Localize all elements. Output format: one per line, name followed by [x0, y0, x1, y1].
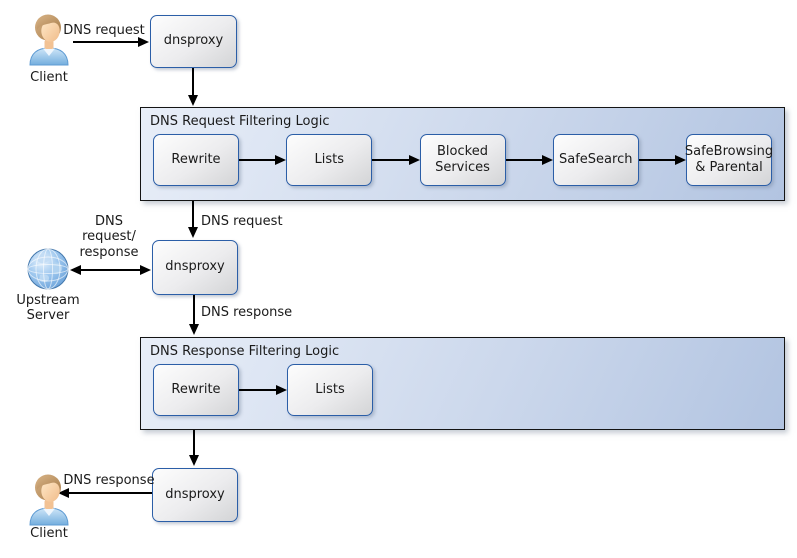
arrowhead-right-icon — [138, 37, 149, 47]
node-dnsproxy-bottom: dnsproxy — [152, 468, 238, 522]
arrow-response-rewrite-to-lists — [239, 385, 287, 395]
step-rewrite: Rewrite — [153, 134, 239, 186]
panel-request-title: DNS Request Filtering Logic — [150, 114, 330, 129]
arrow-safesearch-to-safebrowsing — [638, 155, 686, 165]
arrowhead-down-icon — [189, 324, 199, 335]
arrowhead-down-icon — [188, 227, 198, 238]
step-lists: Lists — [286, 134, 373, 186]
client-icon — [27, 472, 71, 530]
node-dnsproxy-middle: dnsproxy — [152, 240, 238, 295]
step-safebrowsing-parental: SafeBrowsing & Parental — [684, 134, 774, 186]
upstream-server-label: Upstream Server — [16, 293, 80, 324]
step-response-rewrite: Rewrite — [153, 364, 239, 416]
arrowhead-right-icon — [276, 385, 287, 395]
edge-label-filtered-request: DNS request — [201, 214, 283, 229]
node-dnsproxy-top-label: dnsproxy — [163, 33, 224, 49]
arrowhead-right-icon — [675, 155, 686, 165]
arrowhead-down-icon — [188, 95, 198, 106]
panel-request-row: Rewrite Lists Blocked Services SafeSea — [141, 129, 784, 186]
arrow-blocked-to-safesearch — [505, 155, 553, 165]
client-top-label: Client — [30, 70, 68, 85]
arrowhead-left-icon — [70, 265, 81, 275]
edge-label-proxy-response: DNS response — [201, 305, 293, 320]
arrow-rewrite-to-lists — [239, 155, 287, 165]
step-blocked-services: Blocked Services — [419, 134, 506, 186]
panel-response-filtering: DNS Response Filtering Logic Rewrite Lis… — [140, 337, 785, 430]
step-safebrowsing-parental-label: SafeBrowsing & Parental — [684, 143, 774, 175]
step-blocked-services-label: Blocked Services — [435, 143, 490, 175]
arrow-shaft — [638, 159, 675, 161]
arrowhead-down-icon — [189, 455, 199, 466]
arrow-proxy-to-response-panel — [193, 295, 195, 325]
client-icon — [27, 12, 71, 70]
step-response-lists: Lists — [287, 364, 373, 416]
arrow-lists-to-blocked — [372, 155, 420, 165]
globe-icon — [26, 247, 70, 295]
arrow-shaft — [372, 159, 409, 161]
arrowhead-right-icon — [140, 265, 151, 275]
node-dnsproxy-bottom-label: dnsproxy — [165, 486, 225, 502]
panel-request-filtering: DNS Request Filtering Logic Rewrite List… — [140, 107, 785, 201]
step-safesearch: SafeSearch — [552, 134, 639, 186]
edge-label-response-to-client: DNS response — [63, 473, 155, 488]
client-bottom-label: Client — [30, 526, 68, 541]
step-response-rewrite-label: Rewrite — [171, 381, 221, 397]
arrowhead-right-icon — [275, 155, 287, 165]
step-rewrite-label: Rewrite — [171, 151, 221, 167]
panel-response-title: DNS Response Filtering Logic — [150, 344, 340, 359]
step-response-lists-label: Lists — [315, 381, 345, 397]
panel-response-row: Rewrite Lists — [141, 359, 784, 416]
arrowhead-right-icon — [408, 155, 420, 165]
arrow-proxy-to-request-panel — [192, 68, 194, 96]
step-safesearch-label: SafeSearch — [559, 151, 633, 167]
node-dnsproxy-middle-label: dnsproxy — [165, 259, 225, 275]
arrow-client-to-proxy — [73, 41, 138, 43]
edge-label-upstream-exchange: DNS request/ response — [79, 214, 139, 260]
arrowhead-right-icon — [541, 155, 553, 165]
arrow-proxy-to-client — [69, 492, 152, 494]
arrowhead-left-icon — [58, 488, 69, 498]
arrow-shaft — [239, 389, 276, 391]
arrow-shaft — [239, 159, 276, 161]
arrow-shaft — [505, 159, 542, 161]
arrow-panel-to-proxy-middle — [192, 201, 194, 228]
arrow-panel-to-proxy-bottom — [193, 430, 195, 456]
edge-label-client-request: DNS request — [63, 23, 145, 38]
step-lists-label: Lists — [314, 151, 345, 167]
node-dnsproxy-top: dnsproxy — [150, 15, 237, 68]
arrow-upstream-exchange — [81, 269, 140, 271]
